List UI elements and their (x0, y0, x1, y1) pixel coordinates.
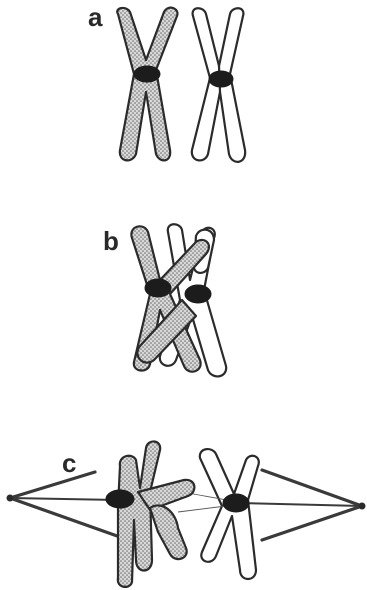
shaded-chromosome-a (117, 8, 177, 161)
centromere-icon (134, 66, 160, 82)
centromere-icon (223, 494, 249, 512)
spindle-pole-left (7, 495, 14, 502)
centromere-icon (185, 285, 211, 303)
panel-a-label: a (88, 2, 103, 32)
panel-c: c (7, 441, 366, 587)
panel-a: a (88, 2, 245, 162)
open-chromosome-c (176, 449, 259, 579)
spindle-pole-right (359, 503, 366, 510)
shaded-chromosome-c (106, 441, 194, 587)
open-chromosome-a (192, 8, 245, 162)
panel-b-label: b (103, 226, 119, 256)
centromere-icon (209, 71, 233, 87)
panel-c-label: c (62, 448, 76, 478)
panel-b: b (103, 224, 226, 376)
centromere-icon (145, 279, 171, 297)
centromere-icon (106, 490, 134, 508)
